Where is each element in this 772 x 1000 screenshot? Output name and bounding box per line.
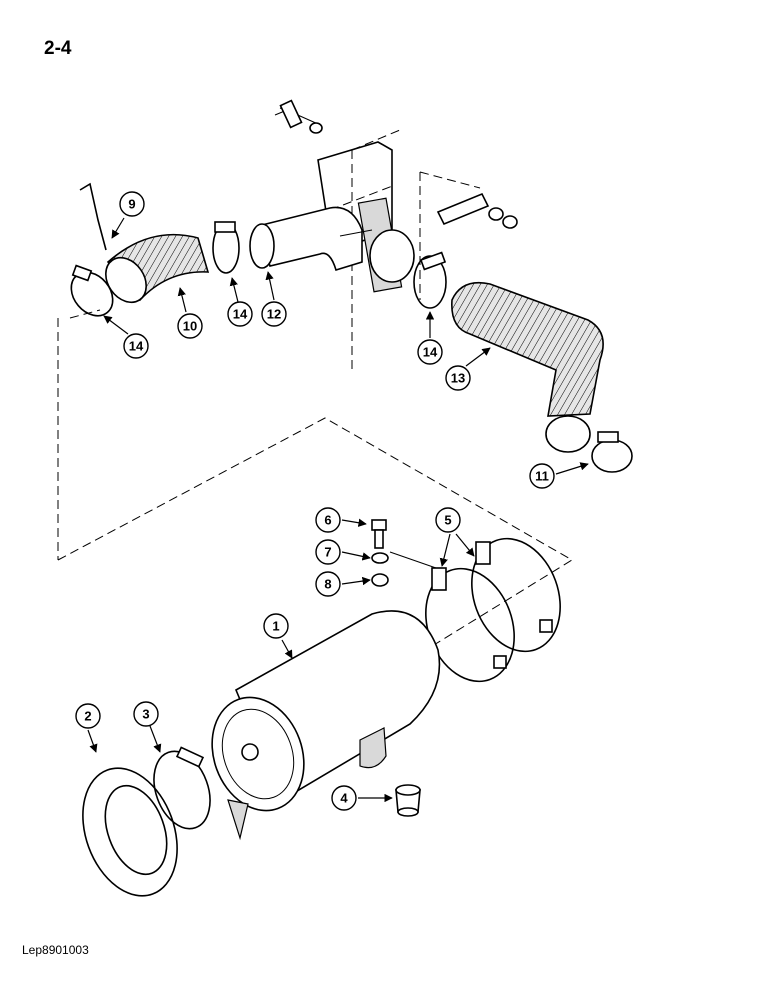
part-14-clamp-middle <box>212 221 240 274</box>
svg-text:6: 6 <box>324 513 331 528</box>
svg-text:5: 5 <box>444 513 451 528</box>
callout-6: 6 <box>315 507 341 533</box>
callout-9: 9 <box>119 191 145 217</box>
callout-8: 8 <box>315 571 341 597</box>
leader-lines <box>87 217 589 803</box>
svg-text:11: 11 <box>535 469 549 484</box>
callout-1: 1 <box>263 613 289 639</box>
svg-text:3: 3 <box>142 707 149 722</box>
callout-14-middle: 14 <box>227 301 253 327</box>
part-7-washer <box>371 552 389 564</box>
part-6-bolt <box>371 519 387 549</box>
callout-13: 13 <box>445 365 471 391</box>
part-12-elbow-pipe <box>249 206 415 283</box>
part-8-nut <box>371 573 389 587</box>
figure-reference-code: Lep8901003 <box>22 943 89 957</box>
svg-text:8: 8 <box>324 577 331 592</box>
part-1-air-cleaner <box>211 610 441 841</box>
callout-14-left: 14 <box>123 333 149 359</box>
part-11-clamp <box>591 431 633 473</box>
svg-text:10: 10 <box>183 319 197 334</box>
svg-text:14: 14 <box>129 339 144 354</box>
part-9-strap <box>79 182 107 251</box>
callout-7: 7 <box>315 539 341 565</box>
callout-3: 3 <box>133 701 159 727</box>
svg-text:9: 9 <box>128 197 135 212</box>
svg-text:12: 12 <box>267 307 281 322</box>
callout-12: 12 <box>261 301 287 327</box>
page-number: 2-4 <box>44 38 72 59</box>
part-3-clamp <box>153 746 211 830</box>
part-13-flex-hose <box>451 281 604 453</box>
part-2-seal <box>82 767 178 897</box>
part-4-cap <box>395 784 421 817</box>
part-14-clamp-right <box>413 251 447 309</box>
part-10-elbow-hose <box>105 233 210 304</box>
callout-10: 10 <box>177 313 203 339</box>
svg-text:13: 13 <box>451 371 465 386</box>
callout-4: 4 <box>331 785 357 811</box>
svg-text:7: 7 <box>324 545 331 560</box>
svg-text:4: 4 <box>340 791 348 806</box>
svg-text:1: 1 <box>272 619 279 634</box>
svg-text:2: 2 <box>84 709 91 724</box>
callout-2: 2 <box>75 703 101 729</box>
svg-text:14: 14 <box>423 345 438 360</box>
callout-11: 11 <box>529 463 555 489</box>
callout-14-right: 14 <box>417 339 443 365</box>
part-14-clamp-left <box>70 264 114 317</box>
callout-5: 5 <box>435 507 461 533</box>
svg-text:14: 14 <box>233 307 248 322</box>
